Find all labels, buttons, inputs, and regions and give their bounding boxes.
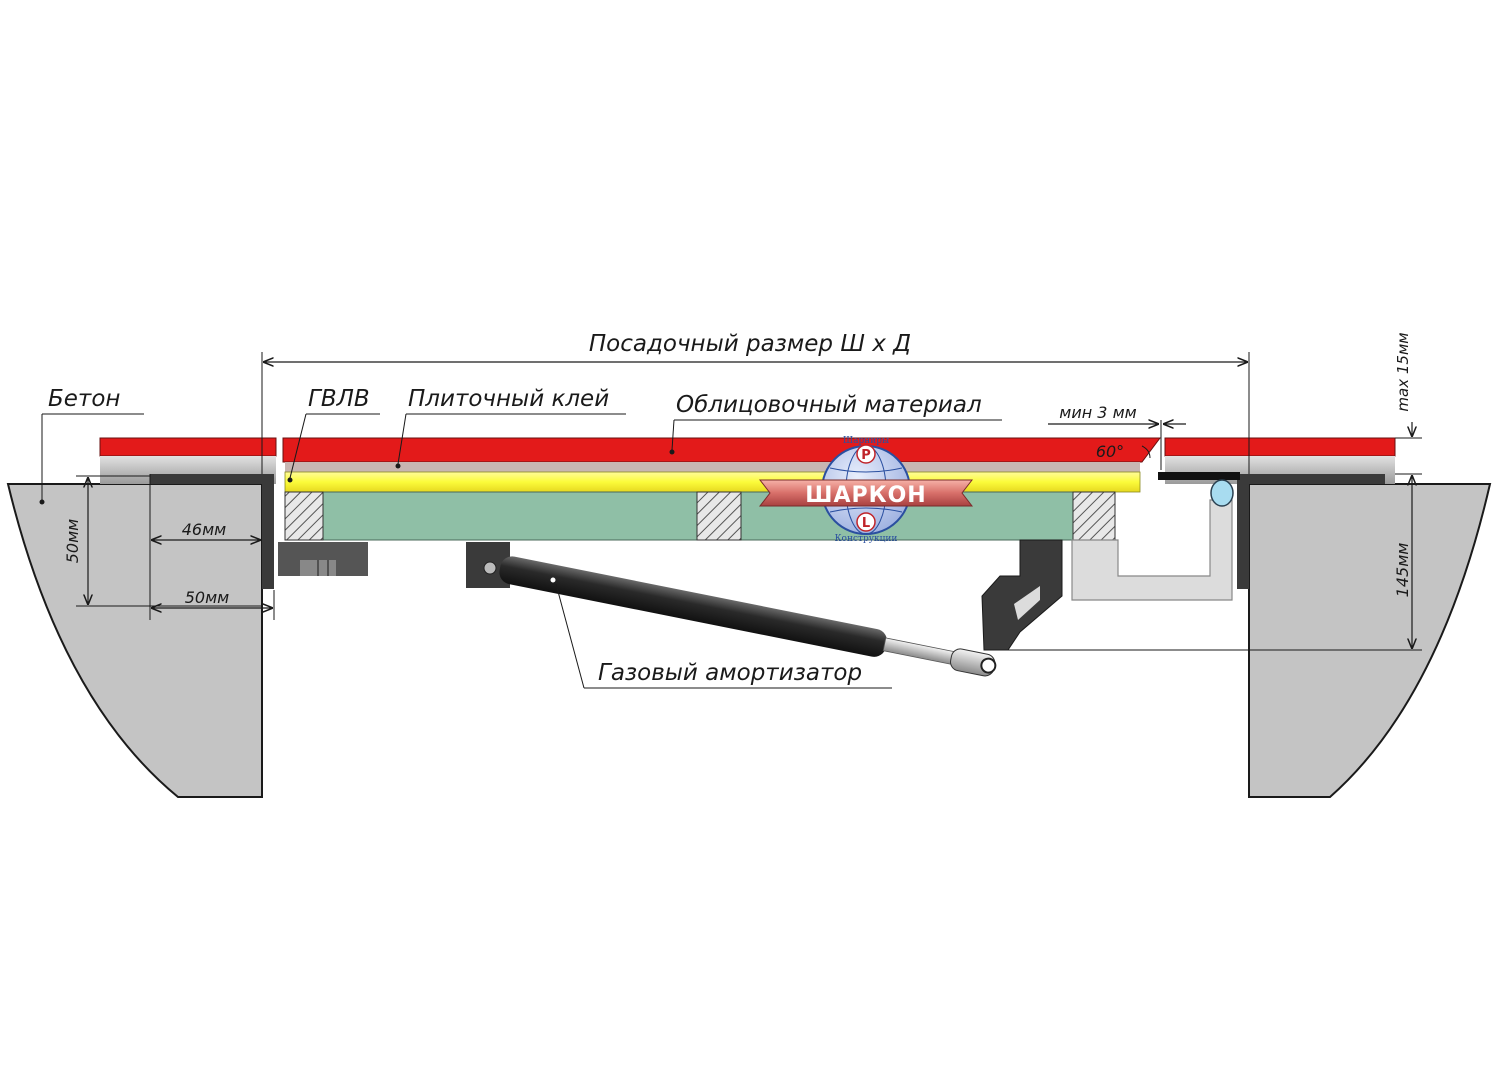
sharkon-logo: P L ШАРКОН Шарниры Конструкции <box>758 436 974 544</box>
dim-finish-max: max 15мм <box>1394 332 1412 411</box>
dim-depth: 145мм <box>1393 543 1412 598</box>
dim-frame-width-inner: 46мм <box>182 520 227 539</box>
label-concrete: Бетон <box>48 386 120 412</box>
lid-tile-adhesive <box>285 462 1140 472</box>
strut-rod <box>882 637 955 665</box>
lid-rib-right <box>1072 491 1116 541</box>
logo-name: ШАРКОН <box>805 483 926 508</box>
frame-angle-left-horizontal <box>150 474 262 484</box>
lid-cladding <box>282 437 1161 463</box>
label-tile-adhesive: Плиточный клей <box>408 386 609 412</box>
label-fitting-size: Посадочный размер Ш х Д <box>589 331 911 357</box>
dim-frame-width-outer: 50мм <box>185 588 230 607</box>
label-gypsum-board: ГВЛВ <box>308 386 370 412</box>
label-angle: 60° <box>1096 442 1124 461</box>
lid-rib-middle <box>696 491 742 541</box>
hinge-bracket <box>981 539 1063 651</box>
label-gas-strut: Газовый амортизатор <box>598 660 862 686</box>
label-gap-min: мин 3 мм <box>1059 403 1136 422</box>
floor-cladding-right <box>1164 437 1396 457</box>
dim-frame-height: 50мм <box>63 519 82 564</box>
label-cladding: Облицовочный материал <box>676 392 982 418</box>
lid-rib-left <box>284 491 324 541</box>
logo-letter-bottom: L <box>862 516 870 531</box>
logo-letter-top: P <box>861 448 871 463</box>
logo-arc-bottom: Конструкции <box>835 534 898 544</box>
hinge-arm <box>1071 499 1233 601</box>
logo-arc-top: Шарниры <box>843 436 889 446</box>
concrete-left <box>6 483 263 798</box>
seal-icon <box>1210 479 1234 507</box>
frame-angle-right-horizontal <box>1249 474 1385 484</box>
lid-gypsum-board <box>284 471 1141 493</box>
concrete-right <box>1248 483 1492 798</box>
strut-body <box>499 556 887 657</box>
frame-angle-left-vertical <box>262 474 274 589</box>
frame-lip-right <box>1158 472 1240 480</box>
frame-angle-right-vertical <box>1237 474 1249 589</box>
floor-cladding-left <box>99 437 277 457</box>
